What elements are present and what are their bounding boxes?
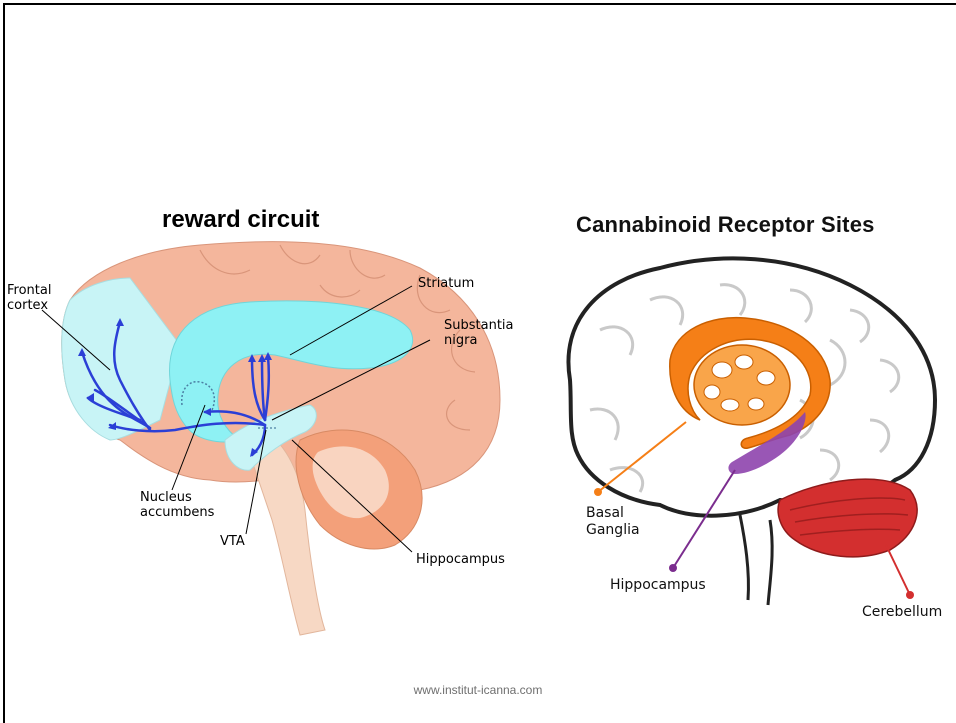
footer-url: www.institut-icanna.com	[0, 683, 956, 697]
basal-ganglia-line1: Basal	[586, 505, 640, 522]
striatum-label: Striatum	[418, 276, 474, 291]
nucleus-accumbens-line1: Nucleus	[140, 490, 214, 505]
frontal-cortex-label: Frontal cortex	[7, 283, 51, 313]
hippocampus-right-label: Hippocampus	[610, 577, 706, 594]
hippocampus-left-label: Hippocampus	[416, 552, 505, 567]
frontal-cortex-line2: cortex	[7, 298, 51, 313]
nucleus-accumbens-label: Nucleus accumbens	[140, 490, 214, 520]
vta-label: VTA	[220, 534, 245, 549]
substantia-nigra-label: Substantia nigra	[444, 318, 514, 348]
basal-ganglia-label: Basal Ganglia	[586, 505, 640, 539]
cannabinoid-brain	[568, 258, 935, 605]
basal-ganglia-line2: Ganglia	[586, 522, 640, 539]
reward-circuit-title: reward circuit	[162, 206, 319, 234]
substantia-nigra-line1: Substantia	[444, 318, 514, 333]
substantia-nigra-line2: nigra	[444, 333, 514, 348]
reward-circuit-brain	[42, 242, 500, 635]
frontal-cortex-line1: Frontal	[7, 283, 51, 298]
nucleus-accumbens-line2: accumbens	[140, 505, 214, 520]
cerebellum-label: Cerebellum	[862, 604, 956, 621]
cannabinoid-title: Cannabinoid Receptor Sites	[576, 212, 875, 238]
